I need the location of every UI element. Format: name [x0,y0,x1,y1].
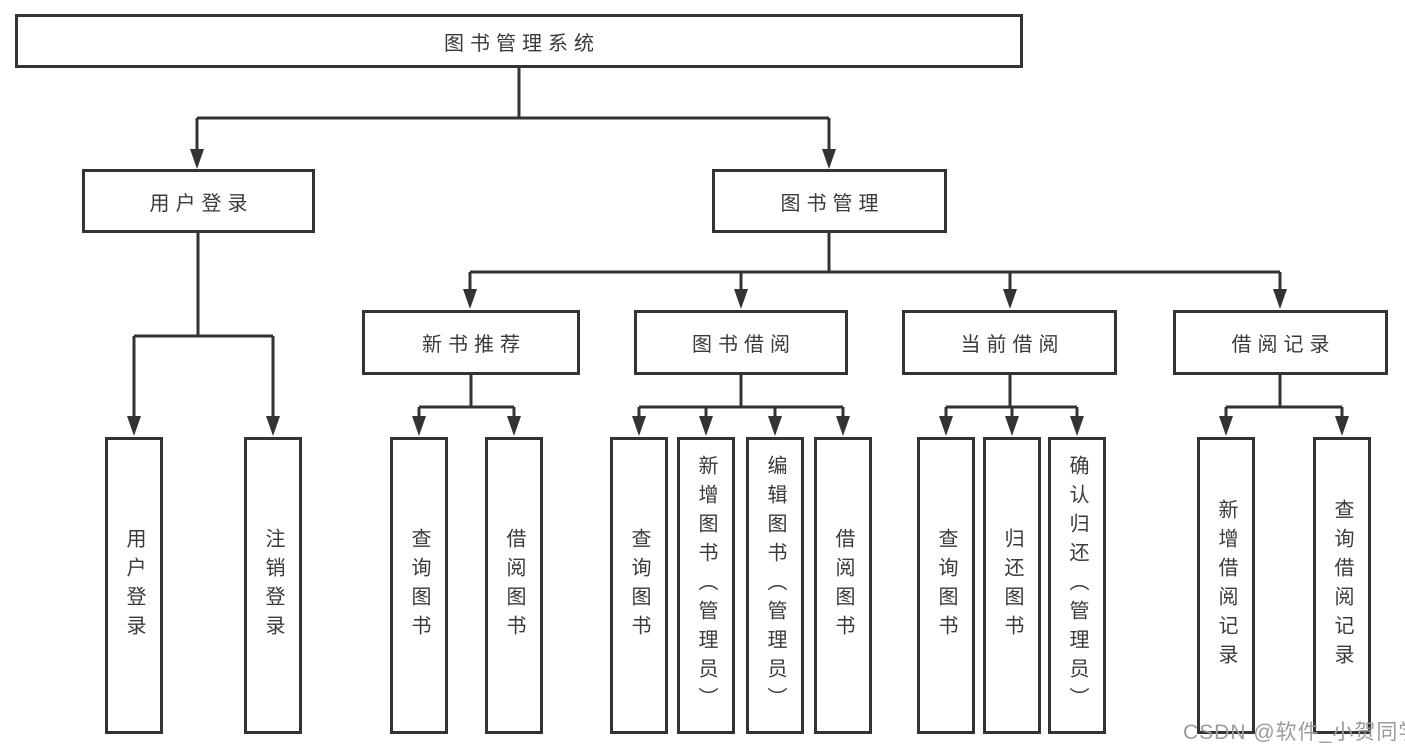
leaf-label: 确认归还（管理员） [1066,455,1088,716]
leaf-borrow-books: 借阅图书 [814,437,872,734]
node-library-system: 图书管理系统 [15,14,1023,68]
leaf-query-books-recommend: 查询图书 [390,437,448,734]
leaf-label: 查询图书 [628,527,650,644]
leaf-label: 新增借阅记录 [1215,498,1237,673]
node-borrow-records: 借阅记录 [1173,310,1388,375]
node-user-login: 用户登录 [82,169,315,233]
leaf-user-login: 用户登录 [105,437,163,734]
leaf-label: 用户登录 [123,527,145,644]
node-label: 新书推荐 [422,334,526,356]
watermark: CSDN @软件_小贺同学 [1183,721,1405,744]
leaf-label: 查询图书 [408,527,430,644]
node-current-borrowing: 当前借阅 [902,310,1117,375]
node-new-book-recommend: 新书推荐 [362,310,580,375]
leaf-logout: 注销登录 [244,437,302,734]
node-book-management: 图书管理 [712,169,947,233]
leaf-add-borrow-record: 新增借阅记录 [1197,437,1255,734]
node-label: 当前借阅 [960,334,1065,356]
leaf-add-book-admin: 新增图书（管理员） [677,437,735,734]
connector-shafts [132,68,1344,418]
node-label: 借阅记录 [1231,334,1336,356]
leaf-label: 编辑图书（管理员） [764,455,786,716]
leaf-label: 查询借阅记录 [1331,498,1353,673]
node-book-borrowing: 图书借阅 [634,310,848,375]
leaf-borrow-books-recommend: 借阅图书 [485,437,543,734]
leaf-label: 借阅图书 [503,527,525,644]
leaf-label: 注销登录 [262,527,284,644]
leaf-label: 查询图书 [935,527,957,644]
leaf-label: 借阅图书 [832,527,854,644]
node-label: 图书管理 [780,192,885,215]
leaf-label: 归还图书 [1001,527,1023,644]
leaf-confirm-return-admin: 确认归还（管理员） [1048,437,1106,734]
node-label: 图书借阅 [692,334,796,356]
leaf-query-borrow-record: 查询借阅记录 [1313,437,1371,734]
node-label: 图书管理系统 [444,32,600,55]
arrowheads [127,149,1349,436]
leaf-return-books: 归还图书 [983,437,1041,734]
leaf-label: 新增图书（管理员） [695,455,717,716]
leaf-query-books-current: 查询图书 [917,437,975,734]
node-label: 用户登录 [149,192,254,215]
leaf-edit-book-admin: 编辑图书（管理员） [746,437,804,734]
leaf-query-books-borrow: 查询图书 [610,437,668,734]
